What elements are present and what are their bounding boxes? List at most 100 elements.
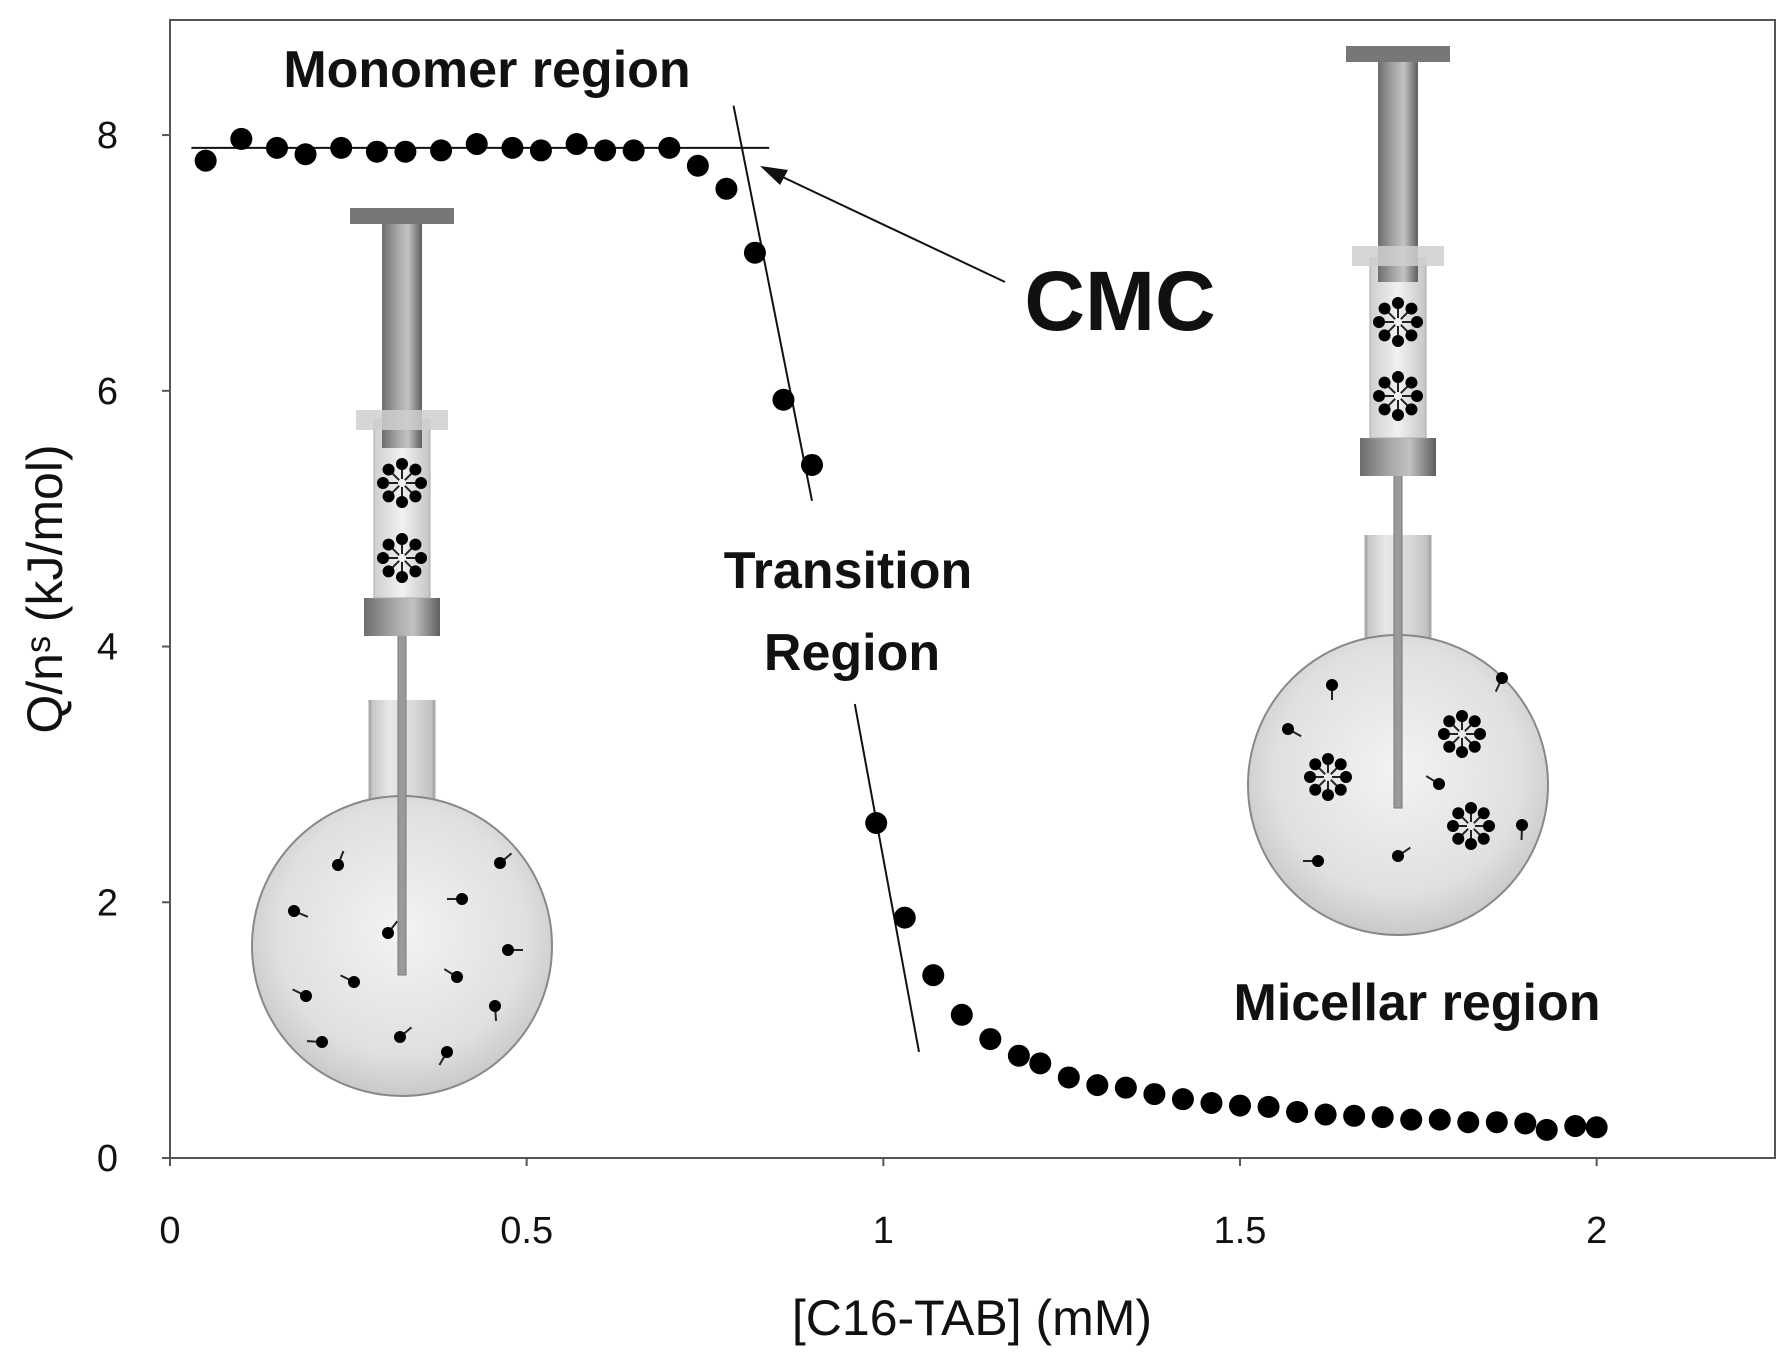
data-point (194, 149, 217, 172)
surfactant-monomer (394, 1026, 413, 1043)
transition-label-line2: Region (764, 624, 940, 682)
y-tick-label: 6 (97, 371, 118, 413)
surfactant-monomer (494, 852, 513, 869)
data-point (1400, 1108, 1423, 1131)
data-point (658, 136, 681, 159)
y-tick-label: 2 (97, 882, 118, 924)
surfactant-monomer (1425, 775, 1445, 790)
cmc-arrow (760, 166, 1006, 283)
micelle (377, 458, 427, 508)
surfactant-monomer (489, 1000, 501, 1022)
data-point (1171, 1088, 1194, 1111)
data-point (430, 139, 453, 162)
x-tick-label: 0.5 (500, 1210, 553, 1252)
data-point (979, 1028, 1002, 1051)
x-axis-label: [C16-TAB] (mM) (792, 1290, 1152, 1346)
syringe-plunger-cap (1346, 46, 1450, 62)
syringe-lower-flange (364, 598, 440, 636)
right-syringe-flask-illustration (1247, 46, 1549, 936)
micellar-region-label: Micellar region (1234, 974, 1601, 1032)
data-points (194, 127, 1608, 1141)
data-point (772, 388, 795, 411)
surfactant-monomer (446, 893, 468, 905)
data-point (743, 241, 766, 264)
data-point (330, 136, 353, 159)
data-point (893, 906, 916, 929)
data-point (1229, 1094, 1251, 1117)
surfactant-monomer (306, 1036, 328, 1048)
data-point (1514, 1112, 1537, 1135)
syringe-plunger-rod (1378, 60, 1418, 282)
left-syringe-flask-illustration (251, 208, 553, 1097)
x-tick-label: 1.5 (1214, 1210, 1267, 1252)
data-point (1257, 1095, 1280, 1118)
data-point (365, 140, 388, 163)
data-point (529, 139, 552, 162)
data-point (1457, 1111, 1480, 1134)
surfactant-monomer (1516, 819, 1528, 841)
y-tick-label: 8 (97, 115, 118, 157)
data-point (1029, 1052, 1052, 1075)
data-point (686, 154, 709, 177)
surfactant-monomer (1326, 679, 1338, 701)
data-point (465, 133, 488, 156)
data-point (1057, 1066, 1080, 1089)
fit-line-2 (732, 105, 813, 501)
data-point (594, 139, 617, 162)
micelle (1438, 710, 1486, 758)
micelle (1447, 802, 1495, 850)
surfactant-monomer (1494, 672, 1508, 693)
data-point (1314, 1103, 1337, 1126)
data-point (1535, 1118, 1558, 1141)
data-point (922, 964, 945, 987)
surfactant-monomer (288, 905, 309, 918)
data-point (294, 143, 317, 166)
data-point (1371, 1106, 1394, 1129)
surfactant-monomer (438, 1046, 453, 1066)
x-tick-label: 0 (159, 1210, 180, 1252)
y-tick-label: 4 (97, 627, 118, 669)
syringe-lower-flange (1360, 438, 1436, 476)
data-point (1200, 1092, 1223, 1115)
surfactant-monomer (1302, 855, 1324, 867)
surfactant-monomer (1282, 723, 1302, 738)
fit-line-3 (853, 703, 920, 1053)
surfactant-monomer (292, 988, 312, 1002)
data-point (1564, 1115, 1587, 1138)
y-tick-label: 0 (97, 1138, 118, 1180)
data-point (501, 136, 524, 159)
surfactant-monomer (443, 968, 463, 983)
micelle (1373, 371, 1423, 421)
syringe-upper-flange (1352, 246, 1444, 266)
data-point (266, 136, 288, 159)
data-point (622, 139, 645, 162)
data-point (1007, 1044, 1030, 1067)
data-point (1343, 1104, 1366, 1127)
data-point (230, 127, 253, 150)
micelle (1304, 753, 1352, 801)
surfactant-monomer (332, 850, 345, 871)
data-point (865, 811, 888, 834)
micelle (1373, 297, 1423, 347)
syringe-upper-flange (356, 410, 448, 430)
x-tick-label: 2 (1586, 1210, 1607, 1252)
data-point (1114, 1076, 1137, 1099)
data-point (1585, 1116, 1608, 1139)
micelle (377, 533, 427, 583)
syringe-plunger-cap (350, 208, 454, 224)
data-point (1086, 1074, 1109, 1097)
y-axis-label: Q/nˢ (kJ/mol) (17, 444, 73, 733)
syringe-needle (397, 629, 407, 976)
data-point (1485, 1111, 1508, 1134)
x-tick-label: 1 (873, 1210, 894, 1252)
monomer-region-label: Monomer region (283, 41, 690, 99)
surfactant-monomer (1392, 846, 1411, 862)
data-point (394, 140, 417, 163)
surfactant-monomer (502, 944, 523, 956)
data-point (1143, 1083, 1166, 1106)
data-point (801, 453, 823, 476)
data-point (950, 1003, 973, 1026)
data-point (1428, 1108, 1451, 1131)
data-point (565, 133, 588, 156)
